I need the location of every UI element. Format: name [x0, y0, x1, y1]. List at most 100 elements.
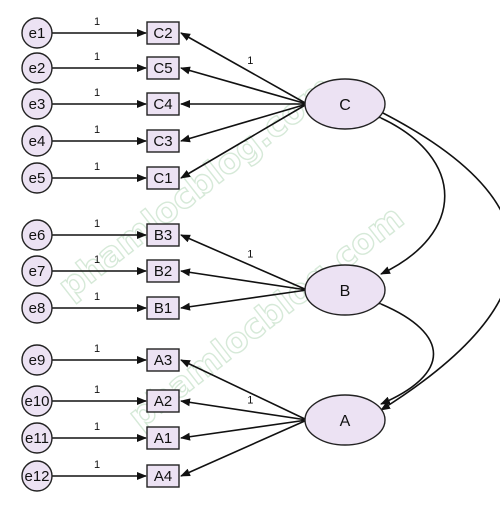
error-node-e4: e4 [21, 125, 53, 157]
covariance-arrow-C-B [371, 110, 446, 275]
error-node-e10: e10 [21, 385, 53, 417]
error-circle [21, 292, 53, 324]
error-circle [21, 460, 53, 492]
indicator-node-B1: B1 [146, 296, 180, 320]
indicator-label: C4 [153, 96, 172, 113]
indicator-box [146, 223, 180, 247]
indicator-node-B2: B2 [146, 259, 180, 283]
error-node-e6: e6 [21, 219, 53, 251]
error-node-e9: e9 [21, 344, 53, 376]
loading-arrow-B-B1 [180, 289, 308, 311]
indicator-label: A3 [154, 352, 172, 369]
latent-node-C: C [304, 78, 386, 130]
error-node-e5: e5 [21, 162, 53, 194]
indicator-box [146, 166, 180, 190]
latent-ellipse [304, 394, 386, 446]
indicator-box [146, 426, 180, 450]
error-weight-e3: 1 [94, 87, 100, 99]
loading-arrow-C-C1 [180, 103, 308, 179]
loading-weight-B3: 1 [247, 248, 253, 260]
error-circle [21, 385, 53, 417]
error-label: e9 [29, 352, 46, 369]
error-label: e2 [29, 60, 46, 77]
indicator-label: B2 [154, 263, 172, 280]
latent-ellipse [304, 78, 386, 130]
error-circle [21, 219, 53, 251]
indicator-label: C3 [153, 133, 172, 150]
error-weight-e10: 1 [94, 384, 100, 396]
error-circle [21, 52, 53, 84]
error-circle [21, 88, 53, 120]
error-weight-e12: 1 [94, 459, 100, 471]
indicator-label: A1 [154, 430, 172, 447]
indicator-box [146, 21, 180, 45]
loading-arrow-A-A4 [180, 419, 308, 477]
error-node-e2: e2 [21, 52, 53, 84]
indicator-node-A4: A4 [146, 464, 180, 488]
indicator-label: A2 [154, 393, 172, 410]
error-weight-e1: 1 [94, 16, 100, 28]
covariance-arrow-B-A [371, 296, 435, 405]
indicator-label: C1 [153, 170, 172, 187]
error-node-e8: e8 [21, 292, 53, 324]
error-weight-e2: 1 [94, 51, 100, 63]
error-node-e3: e3 [21, 88, 53, 120]
error-label: e10 [24, 393, 49, 410]
indicator-node-C5: C5 [146, 56, 180, 80]
latent-ellipse [304, 264, 386, 316]
indicator-node-A3: A3 [146, 348, 180, 372]
error-weight-e9: 1 [94, 343, 100, 355]
latent-label: B [340, 283, 351, 300]
indicator-box [146, 259, 180, 283]
error-weight-e11: 1 [94, 421, 100, 433]
indicator-node-A1: A1 [146, 426, 180, 450]
error-circle [21, 162, 53, 194]
latent-node-B: B [304, 264, 386, 316]
error-weight-e6: 1 [94, 218, 100, 230]
error-circle [21, 422, 53, 454]
error-node-e11: e11 [21, 422, 53, 454]
indicator-label: C5 [153, 60, 172, 77]
indicator-node-C1: C1 [146, 166, 180, 190]
error-label: e7 [29, 263, 46, 280]
loading-weight-C2: 1 [247, 55, 253, 67]
loading-arrow-A-A2 [180, 398, 308, 421]
indicator-box [146, 389, 180, 413]
error-weight-e5: 1 [94, 161, 100, 173]
error-node-e12: e12 [21, 460, 53, 492]
loading-weight-A2: 1 [247, 394, 253, 406]
error-circle [21, 125, 53, 157]
latent-label: C [339, 97, 351, 114]
error-circle [21, 344, 53, 376]
indicator-node-C4: C4 [146, 92, 180, 116]
loading-arrow-C-C5 [180, 66, 308, 105]
loading-arrow-B-B2 [180, 268, 308, 291]
indicator-box [146, 56, 180, 80]
error-circle [21, 255, 53, 287]
error-node-e7: e7 [21, 255, 53, 287]
error-label: e8 [29, 300, 46, 317]
loading-arrow-A-A1 [180, 419, 308, 441]
error-weight-e8: 1 [94, 291, 100, 303]
error-node-e1: e1 [21, 17, 53, 49]
nodes: e1e2e3e4e5e6e7e8e9e10e11e12C2C5C4C3C1B3B… [21, 17, 386, 492]
loading-arrow-C-C2 [180, 32, 308, 105]
loading-arrow-A-A3 [180, 359, 308, 421]
indicator-box [146, 129, 180, 153]
error-label: e5 [29, 170, 46, 187]
indicator-label: B3 [154, 227, 172, 244]
indicator-box [146, 348, 180, 372]
covariance-arrow-C-A [371, 104, 500, 411]
error-label: e1 [29, 25, 46, 42]
indicator-label: C2 [153, 25, 172, 42]
indicator-node-C2: C2 [146, 21, 180, 45]
error-circle [21, 17, 53, 49]
indicator-box [146, 92, 180, 116]
indicator-node-B3: B3 [146, 223, 180, 247]
latent-node-A: A [304, 394, 386, 446]
loading-arrow-B-B3 [180, 234, 308, 291]
error-label: e3 [29, 96, 46, 113]
error-label: e6 [29, 227, 46, 244]
